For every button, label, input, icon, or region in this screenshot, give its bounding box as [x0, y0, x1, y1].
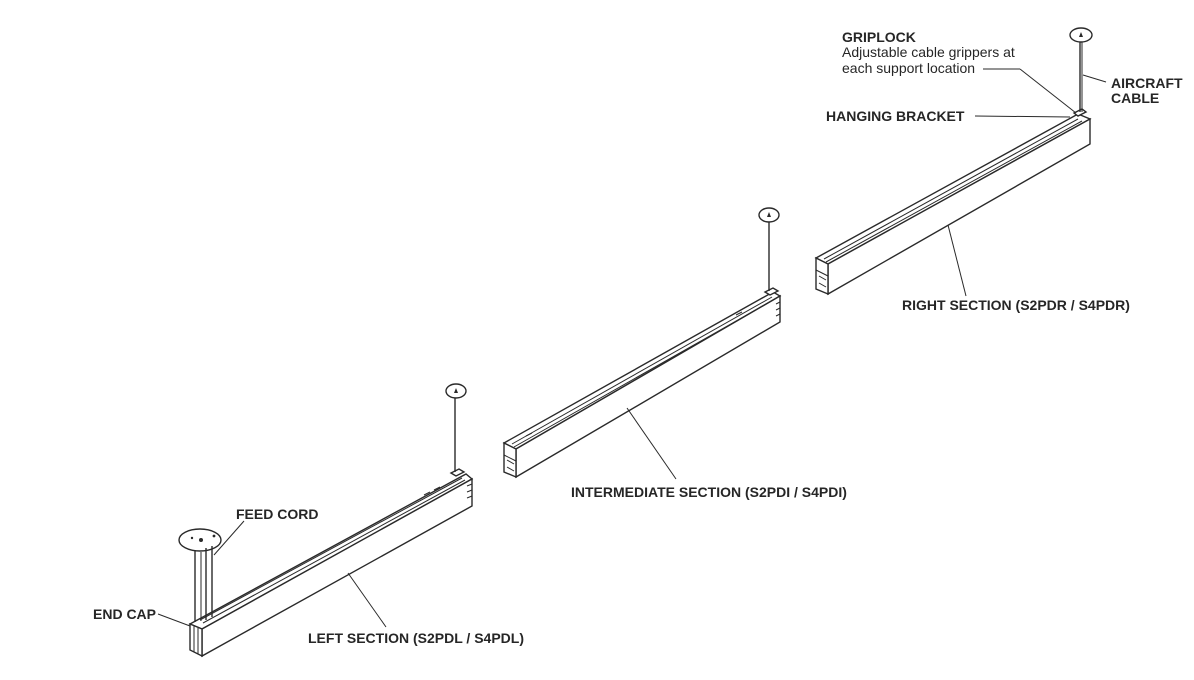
aircraft-cable-label-line1: AIRCRAFT — [1111, 75, 1183, 91]
griplock-description-line2: each support location — [842, 60, 976, 76]
feed-cord-label: FEED CORD — [236, 506, 319, 522]
feed-cord — [194, 546, 213, 622]
left-section-fixture — [188, 468, 474, 658]
feed-canopy — [178, 528, 222, 552]
intermediate-section-fixture — [502, 287, 782, 479]
left-ceiling-canopy — [445, 383, 467, 399]
griplock-label: GRIPLOCK — [842, 29, 916, 45]
right-ceiling-canopy — [1069, 27, 1093, 43]
left-section-label: LEFT SECTION (S2PDL / S4PDL) — [308, 630, 524, 646]
hanging-bracket-label: HANGING BRACKET — [826, 108, 965, 124]
intermediate-section-label: INTERMEDIATE SECTION (S2PDI / S4PDI) — [571, 484, 847, 500]
leader-lines — [157, 68, 1107, 628]
intermediate-ceiling-canopy — [758, 207, 780, 223]
right-aircraft-cable — [1079, 41, 1083, 112]
right-section-label: RIGHT SECTION (S2PDR / S4PDR) — [902, 297, 1130, 313]
right-section-fixture — [814, 108, 1092, 296]
end-cap-label: END CAP — [93, 606, 157, 622]
aircraft-cable-label-line2: CABLE — [1111, 90, 1160, 106]
griplock-description-line1: Adjustable cable grippers at — [842, 44, 1015, 60]
